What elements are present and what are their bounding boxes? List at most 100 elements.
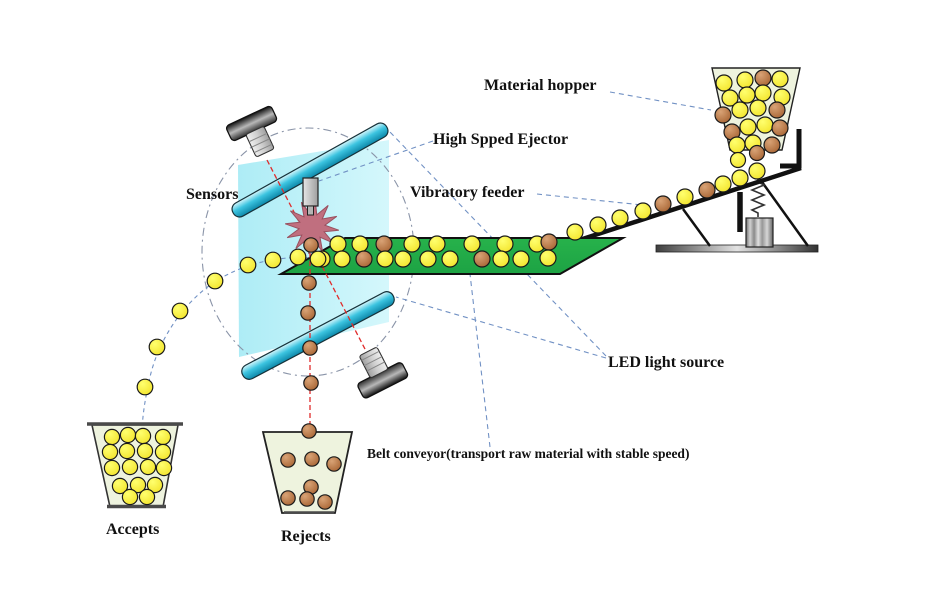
ball-yellow bbox=[239, 256, 257, 274]
ball-yellow bbox=[736, 71, 754, 89]
sensor-camera-top bbox=[225, 105, 278, 157]
ball-brown bbox=[375, 235, 393, 253]
hopper-material-balls bbox=[714, 69, 791, 154]
label-leader-line bbox=[318, 140, 434, 182]
falling-material-balls bbox=[729, 144, 766, 169]
ball-brown bbox=[473, 250, 491, 268]
ball-yellow bbox=[138, 488, 156, 506]
accepted-flying-balls bbox=[136, 248, 327, 396]
ball-brown bbox=[355, 250, 373, 268]
ball-yellow bbox=[731, 101, 749, 119]
ball-brown bbox=[768, 101, 786, 119]
ball-yellow bbox=[329, 235, 347, 253]
feeder-material-balls bbox=[566, 162, 766, 241]
ball-yellow bbox=[539, 249, 557, 267]
ball-yellow bbox=[492, 250, 510, 268]
ball-yellow bbox=[333, 250, 351, 268]
accepts-bin-balls bbox=[101, 426, 173, 506]
sensor-camera-bottom bbox=[357, 347, 409, 399]
ball-yellow bbox=[611, 209, 629, 227]
ball-yellow bbox=[721, 89, 739, 107]
ball-yellow bbox=[155, 459, 173, 477]
ball-yellow bbox=[171, 302, 189, 320]
ball-yellow bbox=[748, 162, 766, 180]
ball-yellow bbox=[419, 250, 437, 268]
ball-brown bbox=[714, 106, 732, 124]
vibration-spring bbox=[749, 178, 767, 217]
ball-yellow bbox=[119, 426, 137, 444]
ball-yellow bbox=[206, 272, 224, 290]
label-leader-line bbox=[469, 273, 491, 448]
rejects-bin-balls bbox=[280, 451, 342, 510]
ball-yellow bbox=[566, 223, 584, 241]
label-belt-conveyor: Belt conveyor(transport raw material wit… bbox=[367, 446, 689, 461]
ball-brown bbox=[748, 144, 766, 162]
sensor-lens bbox=[359, 347, 388, 378]
ball-yellow bbox=[103, 428, 121, 446]
feeder-incline-tray bbox=[557, 165, 802, 250]
ball-brown bbox=[299, 491, 315, 507]
belt-material-balls bbox=[313, 233, 558, 268]
ball-yellow bbox=[756, 116, 774, 134]
ball-yellow bbox=[715, 74, 733, 92]
ball-yellow bbox=[394, 250, 412, 268]
ball-yellow bbox=[731, 169, 749, 187]
ball-yellow bbox=[771, 70, 789, 88]
label-leader-line bbox=[536, 193, 653, 207]
vibratory-feeder bbox=[557, 129, 819, 253]
label-rejects: Rejects bbox=[281, 528, 331, 545]
lens-stripe bbox=[363, 356, 383, 367]
feeder-end-bracket bbox=[780, 129, 802, 169]
label-accepts: Accepts bbox=[106, 521, 159, 538]
ball-yellow bbox=[129, 476, 147, 494]
lens-stripe bbox=[253, 143, 273, 154]
ball-brown bbox=[654, 195, 672, 213]
label-sensors: Sensors bbox=[186, 186, 238, 203]
sensor-lens bbox=[245, 126, 275, 157]
ball-yellow bbox=[729, 151, 747, 169]
ball-yellow bbox=[676, 188, 694, 206]
ejector-impact-starburst bbox=[285, 200, 339, 254]
ball-yellow bbox=[496, 235, 514, 253]
ball-yellow bbox=[154, 443, 172, 461]
ball-yellow bbox=[309, 250, 327, 268]
ball-brown bbox=[301, 275, 317, 291]
led-bar-top bbox=[231, 122, 389, 218]
lens-stripe bbox=[251, 138, 270, 148]
ball-brown bbox=[763, 136, 781, 154]
ball-brown bbox=[540, 233, 558, 251]
ejector-nozzle bbox=[307, 205, 314, 216]
ball-yellow bbox=[154, 428, 172, 446]
ball-yellow bbox=[264, 251, 282, 269]
ball-yellow bbox=[121, 458, 139, 476]
ejector-body bbox=[302, 177, 319, 207]
ball-brown bbox=[303, 237, 319, 253]
feeder-base-plate bbox=[655, 244, 819, 253]
ball-brown bbox=[304, 451, 320, 467]
ball-yellow bbox=[289, 248, 307, 266]
ball-yellow bbox=[749, 99, 767, 117]
ball-yellow bbox=[351, 235, 369, 253]
vibration-motor-cylinder bbox=[745, 217, 774, 248]
ball-yellow bbox=[728, 136, 746, 154]
lens-stripe bbox=[366, 361, 385, 372]
label-leader-line bbox=[609, 91, 712, 111]
high-speed-ejector bbox=[302, 177, 319, 216]
label-material-hopper: Material hopper bbox=[484, 77, 596, 94]
ball-yellow bbox=[146, 476, 164, 494]
ball-brown bbox=[326, 456, 342, 472]
feeder-leg bbox=[760, 181, 810, 247]
label-leader-line bbox=[395, 296, 607, 359]
ball-yellow bbox=[714, 175, 732, 193]
ball-brown bbox=[302, 340, 318, 356]
ball-yellow bbox=[376, 250, 394, 268]
ball-yellow bbox=[101, 443, 119, 461]
ball-yellow bbox=[136, 442, 154, 460]
ball-yellow bbox=[739, 118, 757, 136]
ball-yellow bbox=[148, 338, 166, 356]
ball-yellow bbox=[103, 459, 121, 477]
lens-stripe bbox=[248, 132, 268, 143]
ball-yellow bbox=[111, 477, 129, 495]
ball-brown bbox=[698, 181, 716, 199]
